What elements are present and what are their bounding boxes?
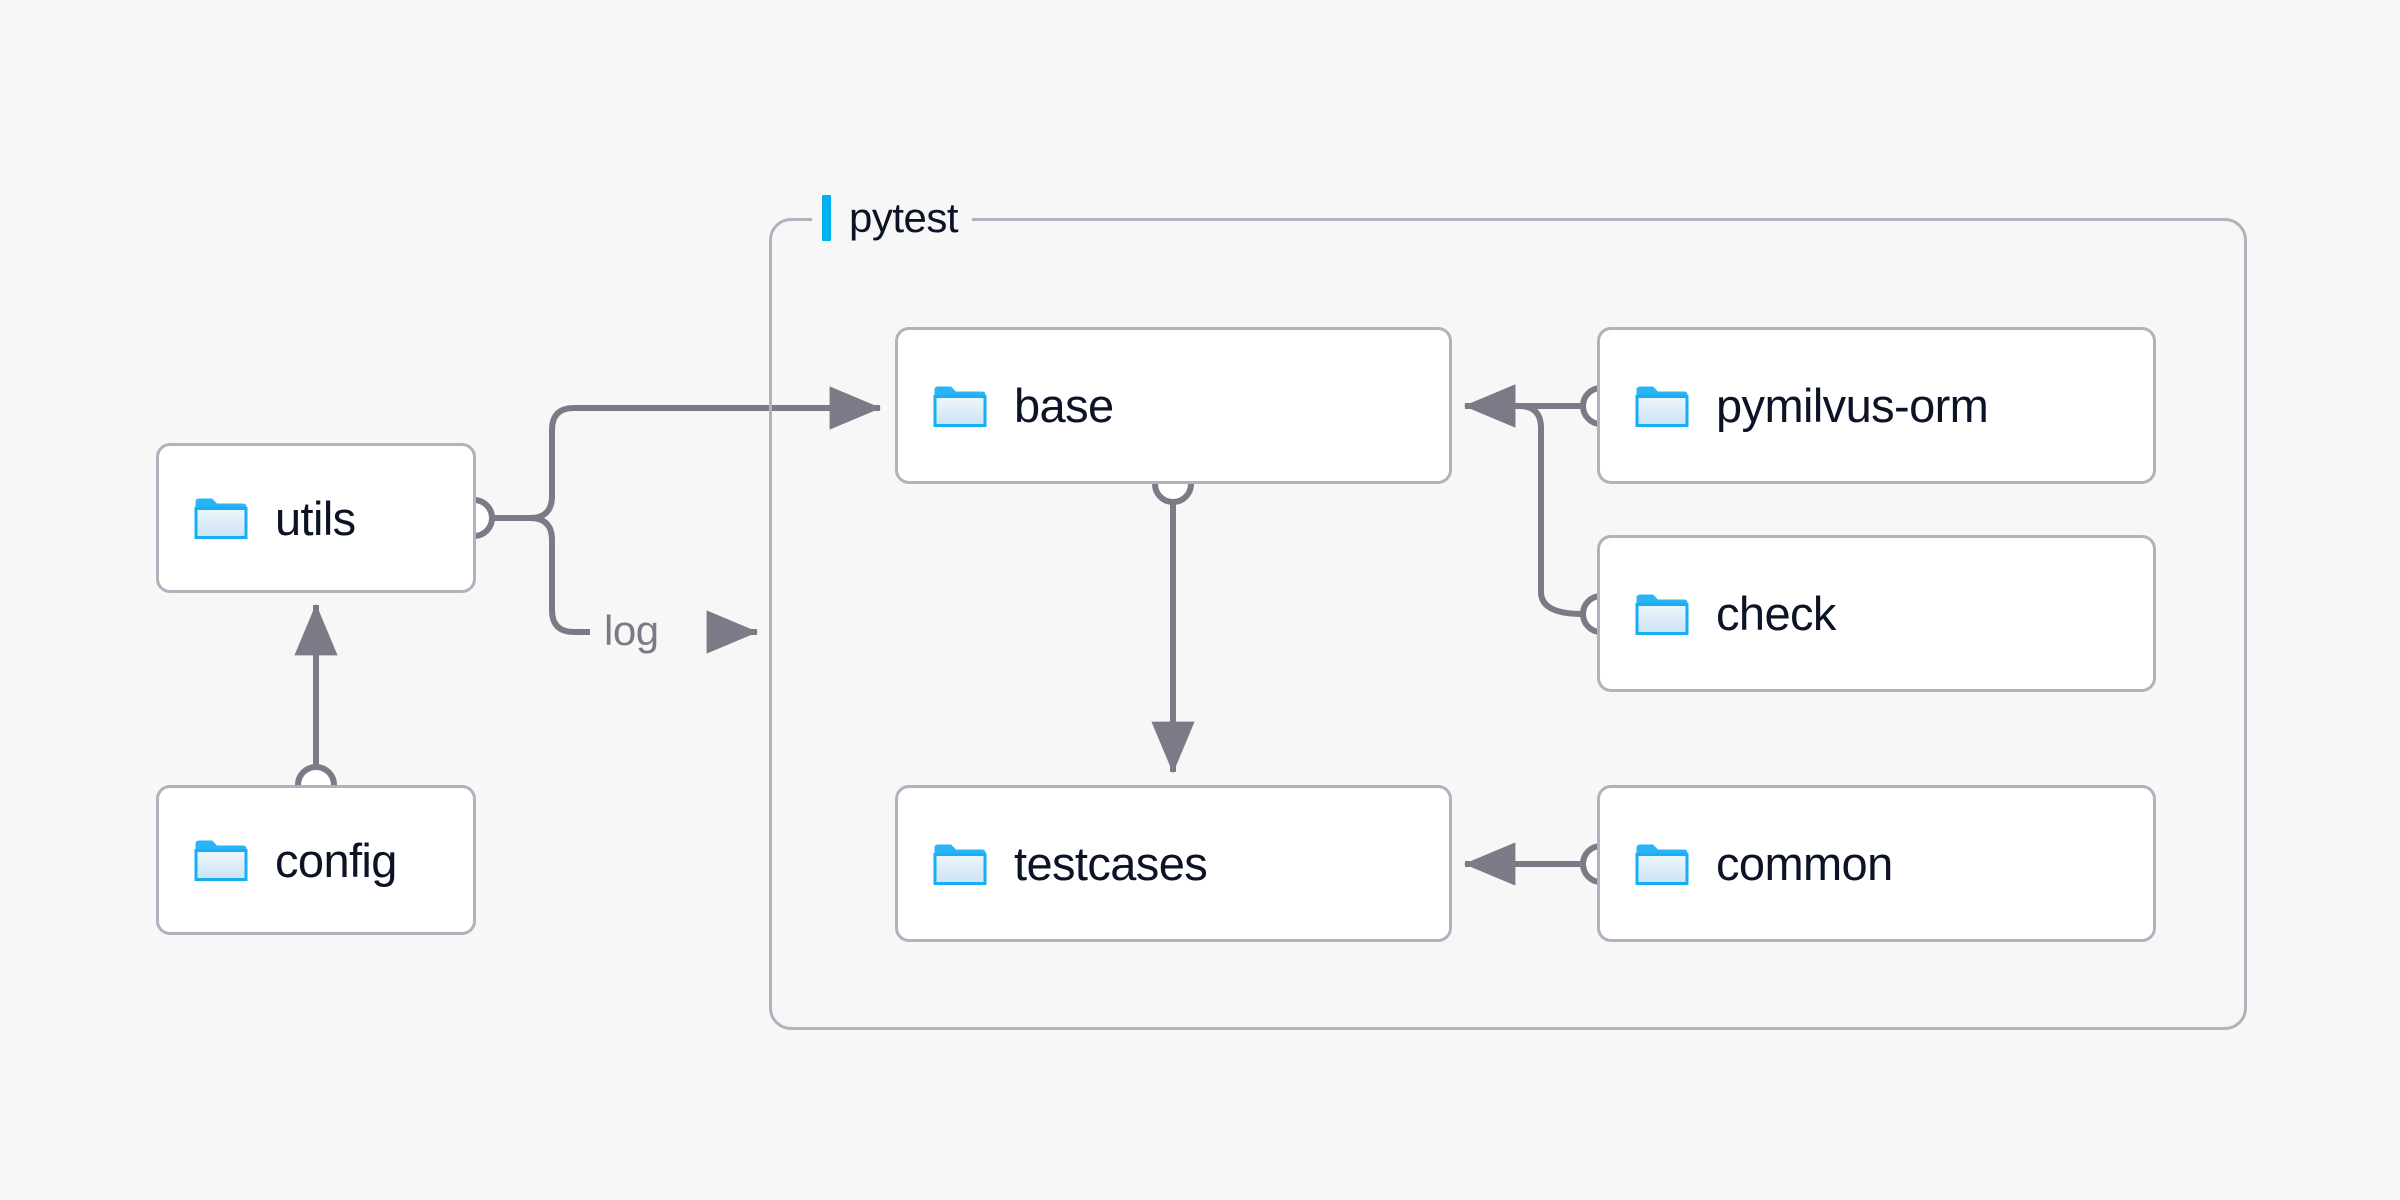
folder-icon [194, 840, 248, 881]
node-label-config: config [275, 833, 397, 887]
folder-icon [194, 498, 248, 539]
node-pymilvus-orm[interactable]: pymilvus-orm [1597, 327, 2156, 484]
node-label-testcases: testcases [1014, 837, 1208, 890]
node-label-pymilvus-orm: pymilvus-orm [1716, 379, 1989, 432]
node-common[interactable]: common [1597, 785, 2156, 942]
node-label-check: check [1716, 587, 1836, 640]
group-accent-bar [822, 195, 831, 241]
group-label-text: pytest [849, 194, 959, 241]
node-check[interactable]: check [1597, 535, 2156, 692]
edge-utils-to-log [529, 515, 590, 635]
node-config[interactable]: config [156, 785, 476, 935]
node-base[interactable]: base [895, 327, 1452, 484]
node-label-base: base [1014, 379, 1114, 432]
node-label-common: common [1716, 837, 1893, 890]
group-label-pytest: pytest [812, 190, 973, 246]
folder-icon [1635, 844, 1689, 885]
group-container-pytest[interactable] [769, 218, 2247, 1030]
node-label-utils: utils [275, 491, 356, 545]
folder-icon [1635, 386, 1689, 427]
folder-icon [933, 844, 987, 885]
node-utils[interactable]: utils [156, 443, 476, 593]
node-testcases[interactable]: testcases [895, 785, 1452, 942]
folder-icon [1635, 594, 1689, 635]
folder-icon [933, 386, 987, 427]
edge-label-log: log [604, 607, 659, 654]
